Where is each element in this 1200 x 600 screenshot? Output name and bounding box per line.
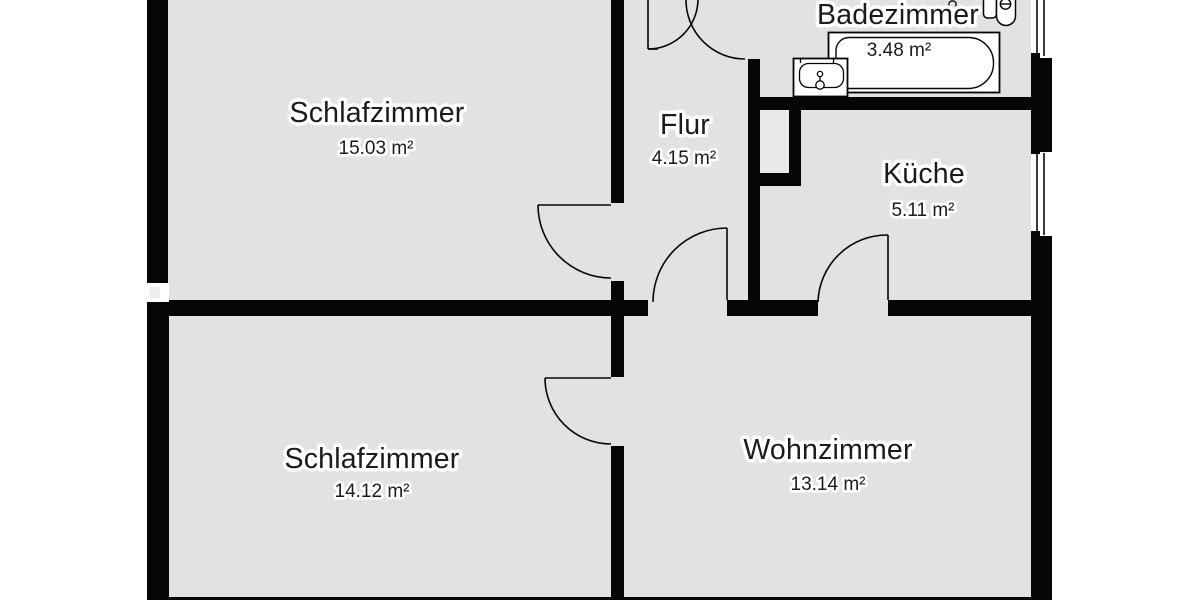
washbasin-icon — [792, 57, 849, 98]
room-label-flur: Flur — [660, 109, 710, 141]
room-label-kueche: Küche — [883, 158, 965, 190]
bathtub-basin — [835, 36, 995, 90]
walls — [147, 0, 1052, 600]
room-area-schlafzimmer-2: 14.12 m² — [335, 481, 410, 502]
room-label-schlafzimmer-2: Schlafzimmer — [284, 443, 459, 475]
room-area-kueche: 5.11 m² — [891, 200, 954, 221]
room-label-wohnzimmer: Wohnzimmer — [743, 434, 913, 466]
door-swing-arc — [685, 0, 746, 60]
doors — [537, 0, 889, 445]
cropped-fixture-marks — [948, 0, 957, 8]
wall-middle-horizontal-left — [147, 300, 648, 316]
wall-left-gap-mark — [150, 287, 160, 298]
bathroom-window-icon — [1031, 0, 1052, 59]
wall-bedroom1-flur — [611, 0, 624, 203]
room-labels: Schlafzimmer 15.03 m² Flur 4.15 m² Badez… — [281, 0, 983, 505]
wall-right-lower — [1031, 236, 1052, 600]
bedroom1-door-icon — [537, 204, 612, 279]
door-swing-arc — [817, 234, 889, 303]
wall-middle-horizontal-mid — [727, 300, 818, 316]
washbasin-outline — [792, 57, 849, 98]
kitchen-window-cap — [1031, 147, 1040, 154]
wall-left-gap — [147, 283, 169, 302]
bedroom2-door-icon — [544, 377, 612, 445]
kitchen-window-icon — [1031, 147, 1052, 238]
bathroom-window-cap — [1031, 53, 1040, 59]
wall-bottom — [147, 597, 1052, 600]
washbasin-tap-base — [815, 80, 825, 90]
living-room-door-icon — [652, 227, 728, 303]
wall-bath-kitchen — [748, 97, 1052, 110]
door-swing-arc — [647, 0, 699, 50]
kitchen-window-gap — [1031, 152, 1052, 236]
room-area-schlafzimmer-1: 15.03 m² — [339, 138, 414, 159]
wall-bedroom2-living-btm — [611, 446, 624, 600]
wall-left-upper — [147, 0, 168, 283]
door-swing-arc — [537, 204, 612, 279]
room-area-badezimmer: 3.48 m² — [867, 40, 931, 61]
door-swing-arc — [652, 227, 728, 303]
cropped-fixture-mark — [948, 0, 957, 8]
room-area-flur: 4.15 m² — [652, 148, 716, 169]
kitchen-window-cap — [1031, 231, 1040, 238]
wall-left-lower — [147, 302, 169, 600]
wall-bedroom2-living-top — [611, 316, 624, 377]
toilet-cistern — [982, 0, 998, 19]
bathroom-window-gap — [1031, 0, 1052, 58]
kitchen-door-icon — [817, 234, 889, 303]
entry-door-right-icon — [685, 0, 746, 60]
entry-door-left-icon — [647, 0, 699, 50]
room-label-schlafzimmer-1: Schlafzimmer — [289, 97, 464, 129]
room-label-badezimmer: Badezimmer — [817, 0, 979, 31]
windows — [1031, 0, 1052, 238]
wall-bedroom1-flur-stub — [611, 281, 624, 300]
door-swing-arc — [544, 377, 612, 445]
wall-middle-horizontal-right — [888, 300, 1052, 316]
wall-right-upper — [1031, 58, 1052, 152]
toilet-icon — [982, 0, 1017, 27]
bathtub-icon — [827, 31, 1001, 94]
room-area-wohnzimmer: 13.14 m² — [791, 474, 866, 495]
duct-shaft-interior — [760, 110, 789, 173]
bathroom-fixtures — [792, 0, 1017, 98]
washbasin-tap-dot — [816, 70, 824, 78]
